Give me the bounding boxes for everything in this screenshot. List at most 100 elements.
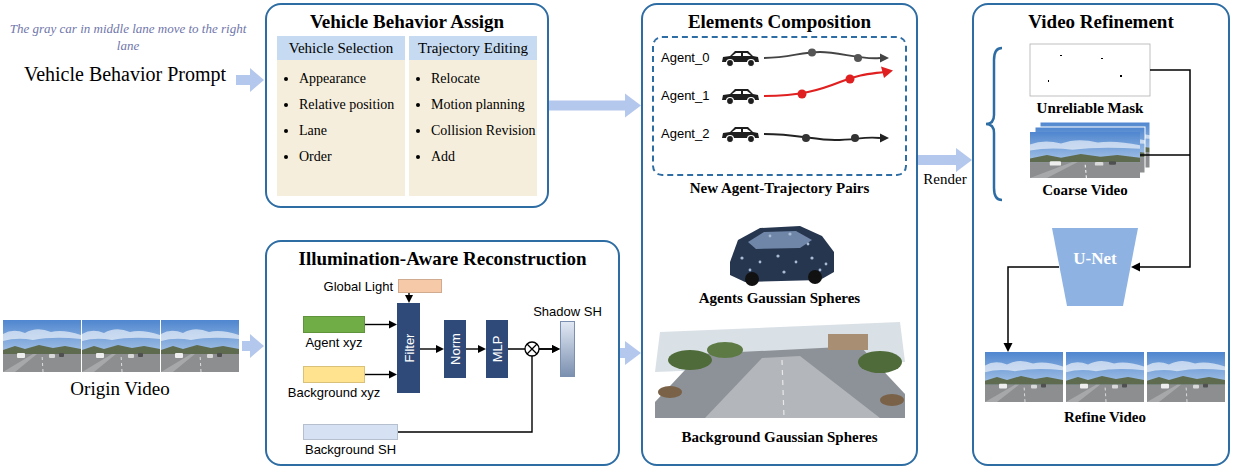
connector	[365, 371, 397, 379]
agent-trajectory	[722, 127, 759, 143]
agent-label: Agent_2	[661, 126, 719, 142]
background-gaussian-scene	[705, 356, 880, 418]
agent-trajectory	[764, 52, 880, 58]
input-bar: Background SH	[303, 424, 398, 440]
connector-line	[466, 348, 479, 349]
stage-box: Illumination-Aware ReconstructionGlobal …	[265, 240, 620, 466]
layer-label: MLP	[490, 336, 505, 363]
arrowhead	[956, 148, 972, 172]
refine-arrowhead	[1131, 263, 1140, 272]
agent-gaussian-car	[807, 243, 810, 246]
arrowhead	[405, 295, 413, 303]
agent-gaussian-car	[782, 270, 785, 273]
input-label: Shadow SH	[533, 304, 602, 319]
layer-block: MLP	[486, 320, 508, 378]
connector	[365, 321, 397, 329]
origin-video-frames	[3, 320, 81, 372]
agent-gaussian-car	[810, 256, 813, 259]
column-header: Vehicle Selection	[277, 36, 405, 60]
image-caption: Refine Video	[980, 408, 1230, 426]
arrowhead	[389, 371, 397, 379]
group-caption: New Agent-Trajectory Pairs	[690, 179, 870, 197]
connector-line	[365, 374, 390, 375]
agent-trajectory	[764, 72, 884, 96]
background-gaussian-scene	[658, 386, 682, 398]
unreliable-mask-image	[1030, 44, 1150, 96]
refine-video-frames	[985, 352, 1225, 402]
arrowhead	[478, 345, 486, 353]
agent-gaussian-car	[825, 263, 828, 266]
edge-label: Render	[915, 170, 975, 188]
input-flow-arrow	[236, 68, 264, 358]
refine-video-frames	[985, 352, 1063, 402]
unreliable-mask-image	[1060, 55, 1062, 56]
agent-trajectory	[808, 49, 816, 57]
agent-trajectory	[846, 75, 855, 84]
stage-box: Elements CompositionNew Agent-Trajectory…	[641, 3, 918, 466]
agent-trajectory	[854, 54, 862, 62]
origin-video-frames	[161, 320, 239, 372]
refine-video-frames	[1066, 352, 1144, 402]
agent-gaussian-car	[808, 270, 822, 284]
stage-title: Vehicle Behavior Assign	[267, 5, 547, 33]
input-caption: Vehicle Behavior Prompt	[14, 62, 236, 86]
agent-trajectory	[881, 67, 893, 79]
connector-line	[398, 349, 553, 432]
flow-arrow	[549, 94, 641, 118]
input-brace	[986, 48, 1002, 200]
input-bar: Background xyz	[303, 366, 365, 383]
input-flow-arrow	[236, 68, 264, 92]
list-item: Relocate	[431, 66, 537, 92]
image-caption: Coarse Video	[1015, 181, 1155, 199]
criteria-column: Trajectory EditingRelocateMotion plannin…	[409, 36, 537, 196]
background-gaussian-scene	[782, 360, 784, 418]
coarse-video-frames	[1030, 132, 1140, 178]
background-gaussian-scene	[668, 350, 712, 370]
connector-line	[420, 348, 437, 349]
agent-gaussian-car	[795, 261, 798, 264]
layer-block: Norm	[444, 320, 466, 378]
column-header: Trajectory Editing	[409, 36, 537, 60]
agent-trajectory	[880, 134, 889, 143]
list-item: Relative position	[299, 92, 405, 118]
unet-block: U-Net	[1052, 228, 1138, 306]
layer-block: Filter	[397, 303, 420, 393]
agent-gaussian-car	[788, 232, 791, 235]
agent-gaussian-car	[759, 261, 762, 264]
arrowhead	[436, 345, 444, 353]
background-gaussian-scene	[707, 342, 743, 358]
arrowhead	[625, 341, 641, 365]
coarse-video-frames	[1030, 122, 1150, 178]
agent-trajectory	[880, 54, 889, 63]
background-gaussian-scene	[858, 351, 902, 373]
stage-box: Video RefinementU-Net	[972, 3, 1230, 466]
stage-title: Illumination-Aware Reconstruction	[267, 242, 618, 270]
unreliable-mask-image	[1101, 58, 1103, 59]
connector	[398, 345, 560, 432]
origin-video-frames	[82, 320, 160, 372]
unet-shape	[1052, 228, 1138, 306]
list-item: Motion planning	[431, 92, 537, 118]
image-caption: Agents Gaussian Spheres	[643, 289, 916, 307]
criteria-column: Vehicle SelectionAppearanceRelative posi…	[277, 36, 405, 196]
input-label: Background xyz	[288, 385, 381, 400]
input-flow-arrow	[242, 334, 264, 358]
list-item: Lane	[299, 118, 405, 144]
agent-trajectory	[798, 90, 807, 99]
unreliable-mask-image	[1120, 75, 1122, 77]
stage-box: Vehicle Behavior AssignVehicle Selection…	[265, 3, 549, 208]
arrowhead	[552, 345, 560, 353]
multiply-symbol	[527, 344, 537, 354]
arrowhead	[625, 94, 641, 118]
input-bar: Agent xyz	[303, 316, 365, 333]
layer-label: Filter	[401, 334, 416, 363]
origin-video-frames	[3, 320, 239, 372]
background-gaussian-scene	[655, 322, 905, 418]
unet-label: U-Net	[1073, 249, 1116, 269]
connector	[420, 345, 444, 353]
refine-wire	[1008, 267, 1059, 344]
connector-line	[918, 155, 957, 165]
background-gaussian-scene	[880, 394, 904, 406]
input-label: Agent xyz	[305, 335, 362, 350]
